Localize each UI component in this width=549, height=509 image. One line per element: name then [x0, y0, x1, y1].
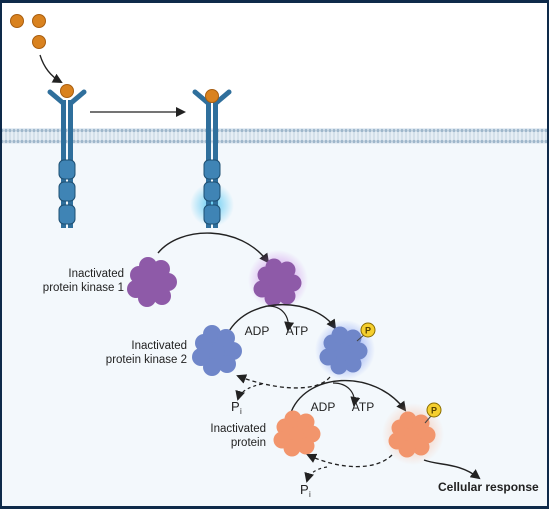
svg-text:P: P: [365, 326, 371, 336]
svg-text:Inactivated: Inactivated: [210, 423, 266, 435]
protein-kinase-1-inactive: [127, 257, 177, 307]
ligand-molecule: [32, 14, 46, 28]
target-protein-inactive: [273, 410, 321, 457]
cellular-response-arrow: [423, 459, 481, 480]
cell-membrane: [2, 128, 547, 144]
svg-text:protein: protein: [231, 437, 266, 449]
inactivated-kinase2-label: Inactivated protein kinase 2: [106, 340, 187, 366]
cytoplasm: [2, 144, 547, 506]
protein-phosphorylation-arrow: [289, 379, 407, 416]
kinase2-phosphorylation-arrow: [227, 304, 337, 334]
protein-dephosphorylation-arrow: [306, 453, 393, 468]
inorganic-phosphate-label: P i: [231, 399, 242, 416]
atp-label-2: ATP: [352, 400, 374, 414]
kinase2-dephosphorylation-arrow: [236, 374, 331, 389]
phosphate-bond-2: [424, 415, 432, 424]
cellular-response-label: Cellular response: [438, 480, 539, 494]
protein-kinase-1-active: [253, 258, 302, 307]
receptor-unbound: [47, 89, 87, 228]
inactivated-protein-label: Inactivated protein: [210, 423, 266, 449]
phosphate-group-2: P: [426, 402, 442, 418]
svg-text:Inactivated: Inactivated: [68, 268, 124, 280]
adp-label-2: ADP: [311, 400, 336, 414]
target-protein-active: [388, 411, 436, 458]
ligand-molecule: [32, 35, 46, 49]
protein-kinase-2-inactive: [192, 325, 242, 376]
receptor-activated: [192, 89, 232, 228]
ligand-molecule: [60, 84, 74, 98]
svg-text:Inactivated: Inactivated: [131, 340, 187, 352]
svg-text:P: P: [231, 399, 240, 414]
svg-text:P: P: [300, 482, 309, 497]
atp-to-adp-arrow: [267, 305, 295, 332]
ligand-molecule: [10, 14, 24, 28]
pi-release-arrow-2: [304, 466, 328, 483]
kinase1-activation-arrow: [157, 232, 270, 264]
atp-to-adp-arrow-2: [332, 382, 361, 407]
inorganic-phosphate-label-2: P i: [300, 482, 311, 499]
svg-text:i: i: [240, 407, 242, 416]
atp-label: ATP: [286, 324, 308, 338]
inactivated-kinase1-label: Inactivated protein kinase 1: [43, 268, 124, 294]
svg-text:protein kinase 1: protein kinase 1: [43, 282, 124, 294]
protein-kinase-2-active: [319, 326, 368, 375]
phosphate-group: P: [360, 322, 376, 338]
ligand-molecule: [205, 89, 219, 103]
adp-label: ADP: [245, 324, 270, 338]
ligand-binding-arrow: [39, 54, 63, 83]
svg-text:P: P: [431, 406, 437, 416]
svg-text:protein kinase 2: protein kinase 2: [106, 354, 187, 366]
svg-text:i: i: [309, 490, 311, 499]
